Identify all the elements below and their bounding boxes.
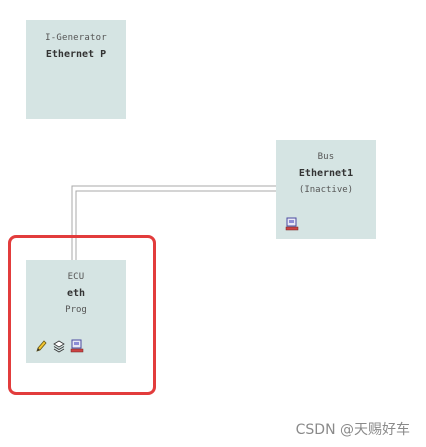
ecu-icon-row [34,339,84,353]
bus-status: (Inactive) [298,185,354,195]
generator-node[interactable]: I-Generator Ethernet P [26,20,126,119]
ecu-sub-label: Prog [65,305,87,315]
pencil-icon[interactable] [34,339,48,353]
bus-node[interactable]: Bus Ethernet1 (Inactive) [276,140,376,239]
bus-type-label: Bus [317,152,335,162]
layers-icon[interactable] [52,339,66,353]
network-card-icon[interactable] [70,339,84,353]
ecu-node[interactable]: ECU eth Prog [26,260,126,363]
ecu-name: eth [66,288,86,299]
generator-type-label: I-Generator [45,33,107,43]
bus-name: Ethernet1 [298,168,354,179]
watermark: CSDN @天赐好车 [295,422,410,438]
ecu-highlight-box [8,235,156,395]
ecu-type-label: ECU [67,272,85,282]
generator-name: Ethernet P [45,49,107,60]
network-card-icon[interactable] [285,217,299,231]
